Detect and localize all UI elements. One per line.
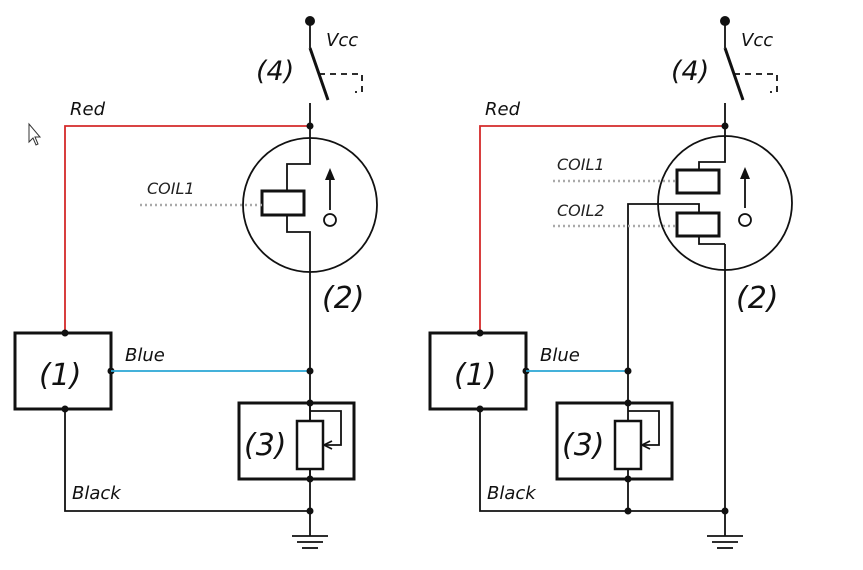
black-label: Black: [487, 483, 537, 504]
sensor-label: (2): [322, 281, 365, 316]
coil1-label: COIL1: [147, 179, 195, 198]
mouse-pointer-icon: [28, 122, 42, 146]
red-label: Red: [485, 99, 521, 120]
junction-dot: [306, 122, 314, 130]
wiper-lead: [310, 410, 342, 446]
black-wire: [64, 409, 310, 512]
coil-lead-bottom: [286, 215, 311, 272]
blue-label: Blue: [125, 345, 165, 366]
switch-label: (4): [671, 56, 709, 87]
module-label: (1): [454, 358, 497, 393]
right-circuit: Vcc (4) Red COIL1 COIL2 (2) (1) Blue: [428, 16, 793, 549]
ground-icon: [292, 535, 328, 549]
coil-lead-top: [286, 138, 311, 182]
module-label: (1): [39, 358, 82, 393]
resistor-box: [237, 401, 356, 481]
black-label: Black: [72, 483, 122, 504]
potentiometer-symbol: [613, 419, 643, 471]
resistor-label: (3): [244, 428, 287, 463]
up-arrow-icon: [325, 168, 335, 180]
coil1-symbol: [260, 189, 306, 217]
vcc-label: Vcc: [326, 30, 358, 51]
coil1-symbol: [675, 168, 721, 195]
wiper-arrow-icon: [323, 440, 333, 450]
resistor-box: [555, 401, 674, 481]
red-wire: [64, 125, 310, 333]
left-circuit: Vcc (4) Red COIL1 (2) (1) Blue: [13, 16, 378, 549]
blue-label: Blue: [540, 345, 580, 366]
up-arrow-icon: [740, 167, 750, 179]
potentiometer-symbol: [295, 419, 325, 471]
vcc-label: Vcc: [741, 30, 773, 51]
coil2-label: COIL2: [557, 201, 605, 220]
red-label: Red: [70, 99, 106, 120]
coil2-symbol: [675, 211, 721, 238]
coil1-label: COIL1: [557, 155, 605, 174]
wiper-arrow-icon: [641, 440, 651, 450]
resistor-label: (3): [562, 428, 605, 463]
ground-icon: [707, 535, 743, 549]
reed-contact: [323, 213, 337, 227]
red-wire: [479, 125, 725, 333]
sensor-label: (2): [736, 281, 779, 316]
switch-label: (4): [256, 56, 294, 87]
coil2-lead: [627, 203, 700, 371]
black-wire: [479, 409, 725, 512]
